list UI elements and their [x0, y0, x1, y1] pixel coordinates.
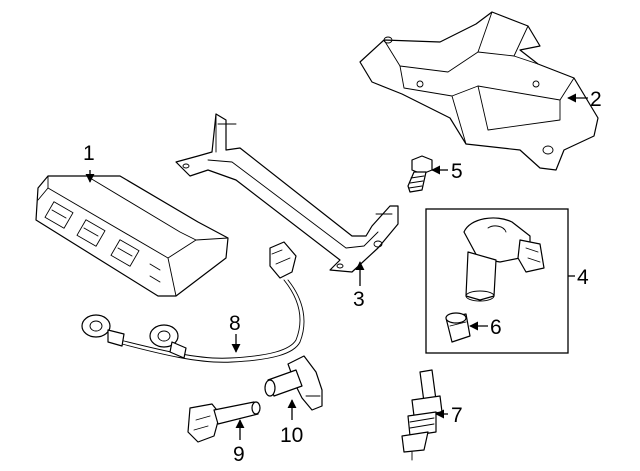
callout-8: 8 — [229, 312, 241, 335]
part-9-sensor[interactable] — [187, 401, 261, 443]
callout-10: 10 — [280, 424, 303, 447]
callout-7: 7 — [451, 404, 463, 427]
callout-1: 1 — [83, 142, 95, 165]
callout-4: 4 — [577, 266, 589, 289]
part-6-seal[interactable] — [445, 312, 471, 343]
part-5-bolt[interactable] — [407, 155, 433, 193]
callout-6: 6 — [490, 316, 502, 339]
part-2-bracket[interactable] — [359, 11, 599, 171]
part-1-ecm-module[interactable] — [35, 175, 229, 297]
part-7-spark-plug[interactable] — [401, 369, 443, 461]
part-10-sensor[interactable] — [264, 355, 323, 411]
callout-2: 2 — [590, 88, 602, 111]
callout-3: 3 — [353, 288, 365, 311]
inset-box — [425, 208, 569, 354]
part-8-knock-sensor-harness[interactable] — [81, 241, 305, 363]
callout-5: 5 — [451, 160, 463, 183]
part-3-support-bar[interactable] — [175, 113, 399, 273]
part-4-ignition-coil[interactable] — [463, 217, 545, 302]
callout-9: 9 — [233, 443, 245, 466]
